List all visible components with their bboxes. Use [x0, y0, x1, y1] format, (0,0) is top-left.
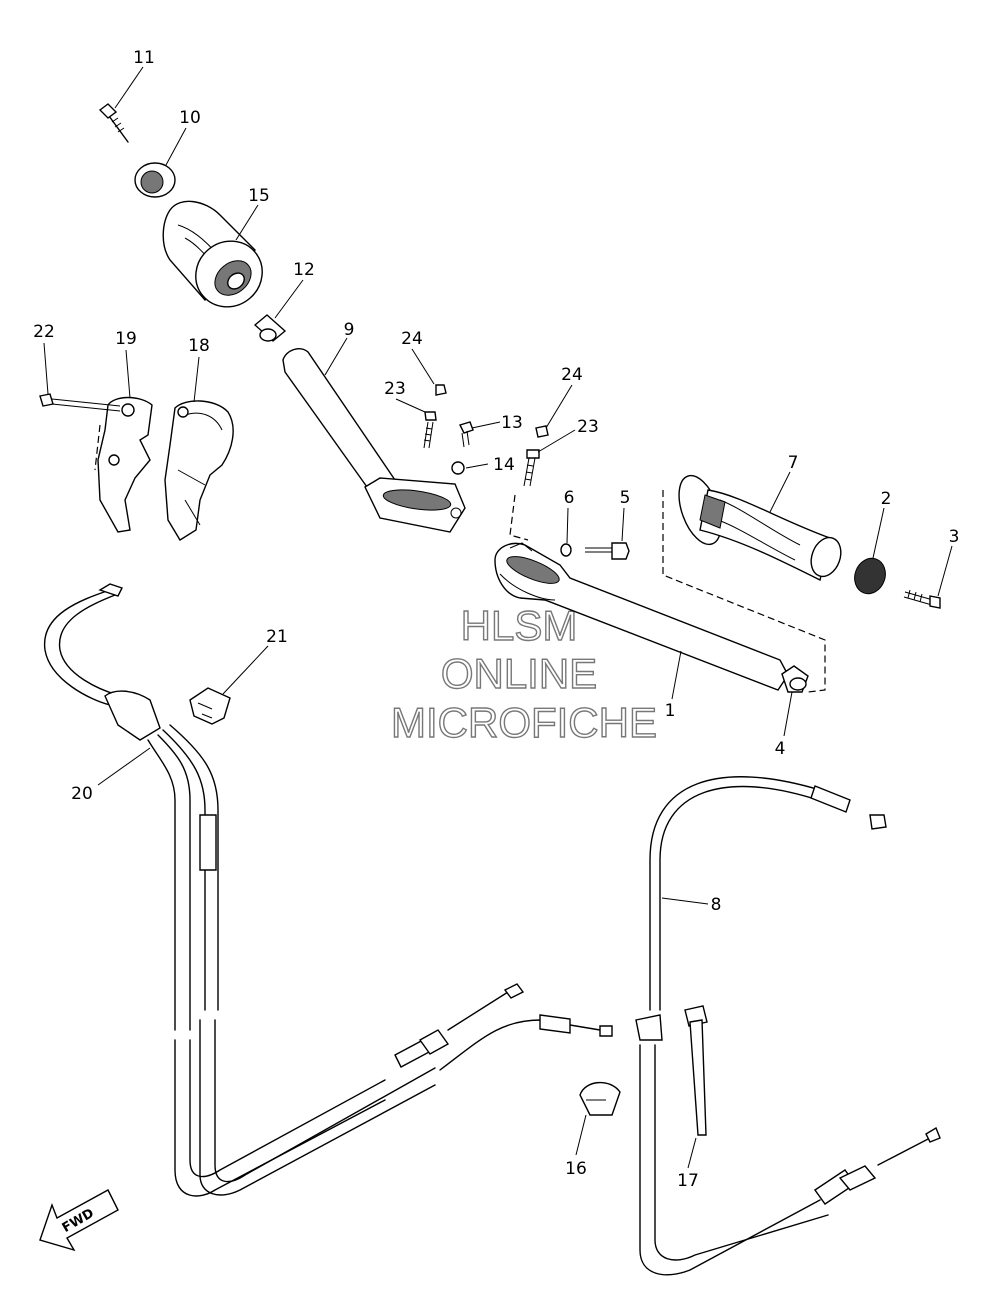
- callout-2: 2: [881, 489, 892, 509]
- part-8-clutch-cable: [635, 776, 941, 1276]
- part-22-bolt: [39, 393, 121, 412]
- callout-10: 10: [179, 108, 201, 128]
- callout-15: 15: [248, 186, 270, 206]
- part-17-cable-tie: [684, 1005, 708, 1136]
- callout-22: 22: [33, 322, 55, 342]
- callout-14: 14: [493, 455, 515, 475]
- watermark: HLSM ONLINE MICROFICHE: [390, 601, 657, 746]
- fwd-arrow-icon: FWD: [39, 1189, 119, 1252]
- callout-23a: 23: [384, 379, 406, 399]
- part-19-housing: [94, 396, 153, 533]
- callout-19: 19: [115, 329, 137, 349]
- part-5-bolt: [585, 542, 630, 560]
- part-6-washer: [560, 543, 572, 557]
- leader-lines: [43, 66, 953, 1169]
- watermark-line2: ONLINE: [441, 650, 597, 697]
- callout-5: 5: [620, 488, 631, 508]
- watermark-line1: HLSM: [461, 602, 578, 649]
- callout-6: 6: [564, 488, 575, 508]
- callout-3: 3: [949, 527, 960, 547]
- callout-1: 1: [665, 701, 676, 721]
- part-18-housing: [164, 400, 234, 541]
- callout-12: 12: [293, 260, 315, 280]
- part-9-left-handlebar: [282, 348, 466, 533]
- part-11-screw: [98, 103, 129, 143]
- part-2-grip-end: [854, 557, 886, 595]
- callout-16: 16: [565, 1159, 587, 1179]
- callout-18: 18: [188, 336, 210, 356]
- callouts: 11 10 15 12 9 24 23 13 14 24 23 6 5 7 2 …: [33, 48, 959, 1191]
- part-4-collar: [781, 665, 809, 693]
- callout-13: 13: [501, 413, 523, 433]
- part-3-screw: [903, 589, 941, 609]
- part-7-right-grip: [678, 474, 842, 582]
- callout-8: 8: [711, 895, 722, 915]
- callout-9: 9: [344, 320, 355, 340]
- watermark-line3: MICROFICHE: [391, 699, 657, 746]
- part-10-grip-end: [134, 162, 176, 198]
- callout-24b: 24: [561, 365, 583, 385]
- callout-17: 17: [677, 1171, 699, 1191]
- callout-11: 11: [133, 48, 155, 68]
- callout-7: 7: [788, 453, 799, 473]
- callout-24a: 24: [401, 329, 423, 349]
- callout-21: 21: [266, 627, 288, 647]
- assembly-line-right: [662, 490, 826, 693]
- part-16-clamp: [579, 1081, 621, 1116]
- hardware-left-group: [423, 384, 474, 475]
- throttle-cables: [44, 583, 613, 1197]
- part-12-collar: [253, 314, 287, 342]
- hardware-right-group: [509, 425, 549, 541]
- part-21-clamp: [189, 687, 231, 725]
- callout-4: 4: [775, 739, 786, 759]
- part-15-left-grip: [162, 200, 263, 308]
- callout-20: 20: [71, 784, 93, 804]
- part-1-right-handlebar: [494, 542, 789, 691]
- callout-23b: 23: [577, 417, 599, 437]
